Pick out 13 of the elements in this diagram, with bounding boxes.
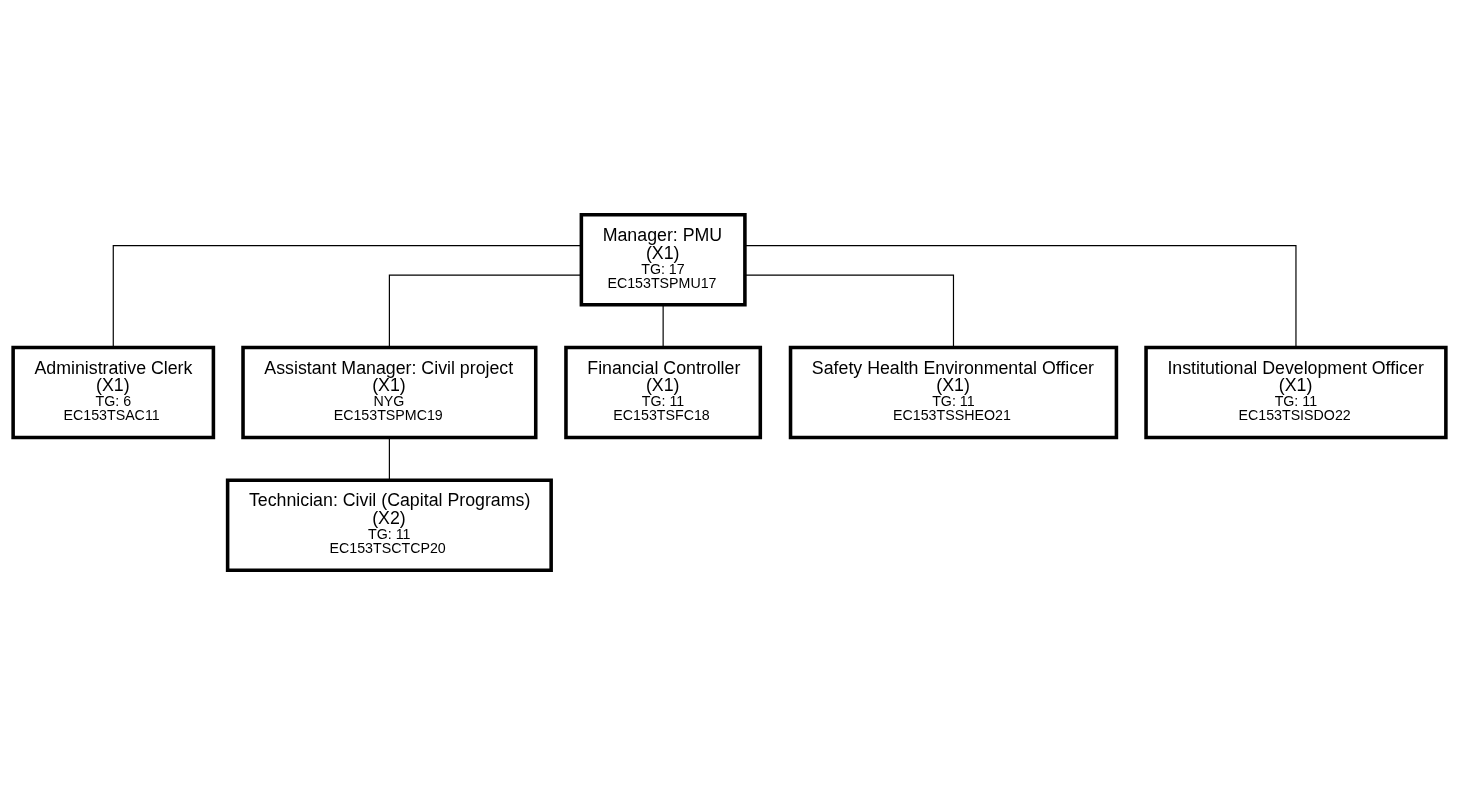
node-box: Institutional Development Officer (X1) TG: 11 EC153TSISDO22 xyxy=(1144,345,1448,440)
connector xyxy=(112,244,582,348)
node-box: Assistant Manager: Civil project (X1) NYG EC153TSPMC19 xyxy=(241,345,538,440)
connector xyxy=(662,304,664,348)
connector xyxy=(388,437,390,481)
node-box: Manager: PMU (X1) TG: 17 EC153TSPMU17 xyxy=(579,212,747,307)
node-box: Safety Health Environmental Officer (X1) TG: 11 EC153TSSHEO21 xyxy=(788,345,1119,440)
connector xyxy=(744,244,1297,348)
connector xyxy=(744,274,955,348)
node-box: Financial Controller (X1) TG: 11 EC153TSFC18 xyxy=(564,345,763,440)
connector xyxy=(388,274,582,348)
node-box: Technician: Civil (Capital Programs) (X2) TG: 11 EC153TSCTCP20 xyxy=(225,478,553,573)
node-box: Administrative Clerk (X1) TG: 6 EC153TSAC11 xyxy=(11,345,216,440)
